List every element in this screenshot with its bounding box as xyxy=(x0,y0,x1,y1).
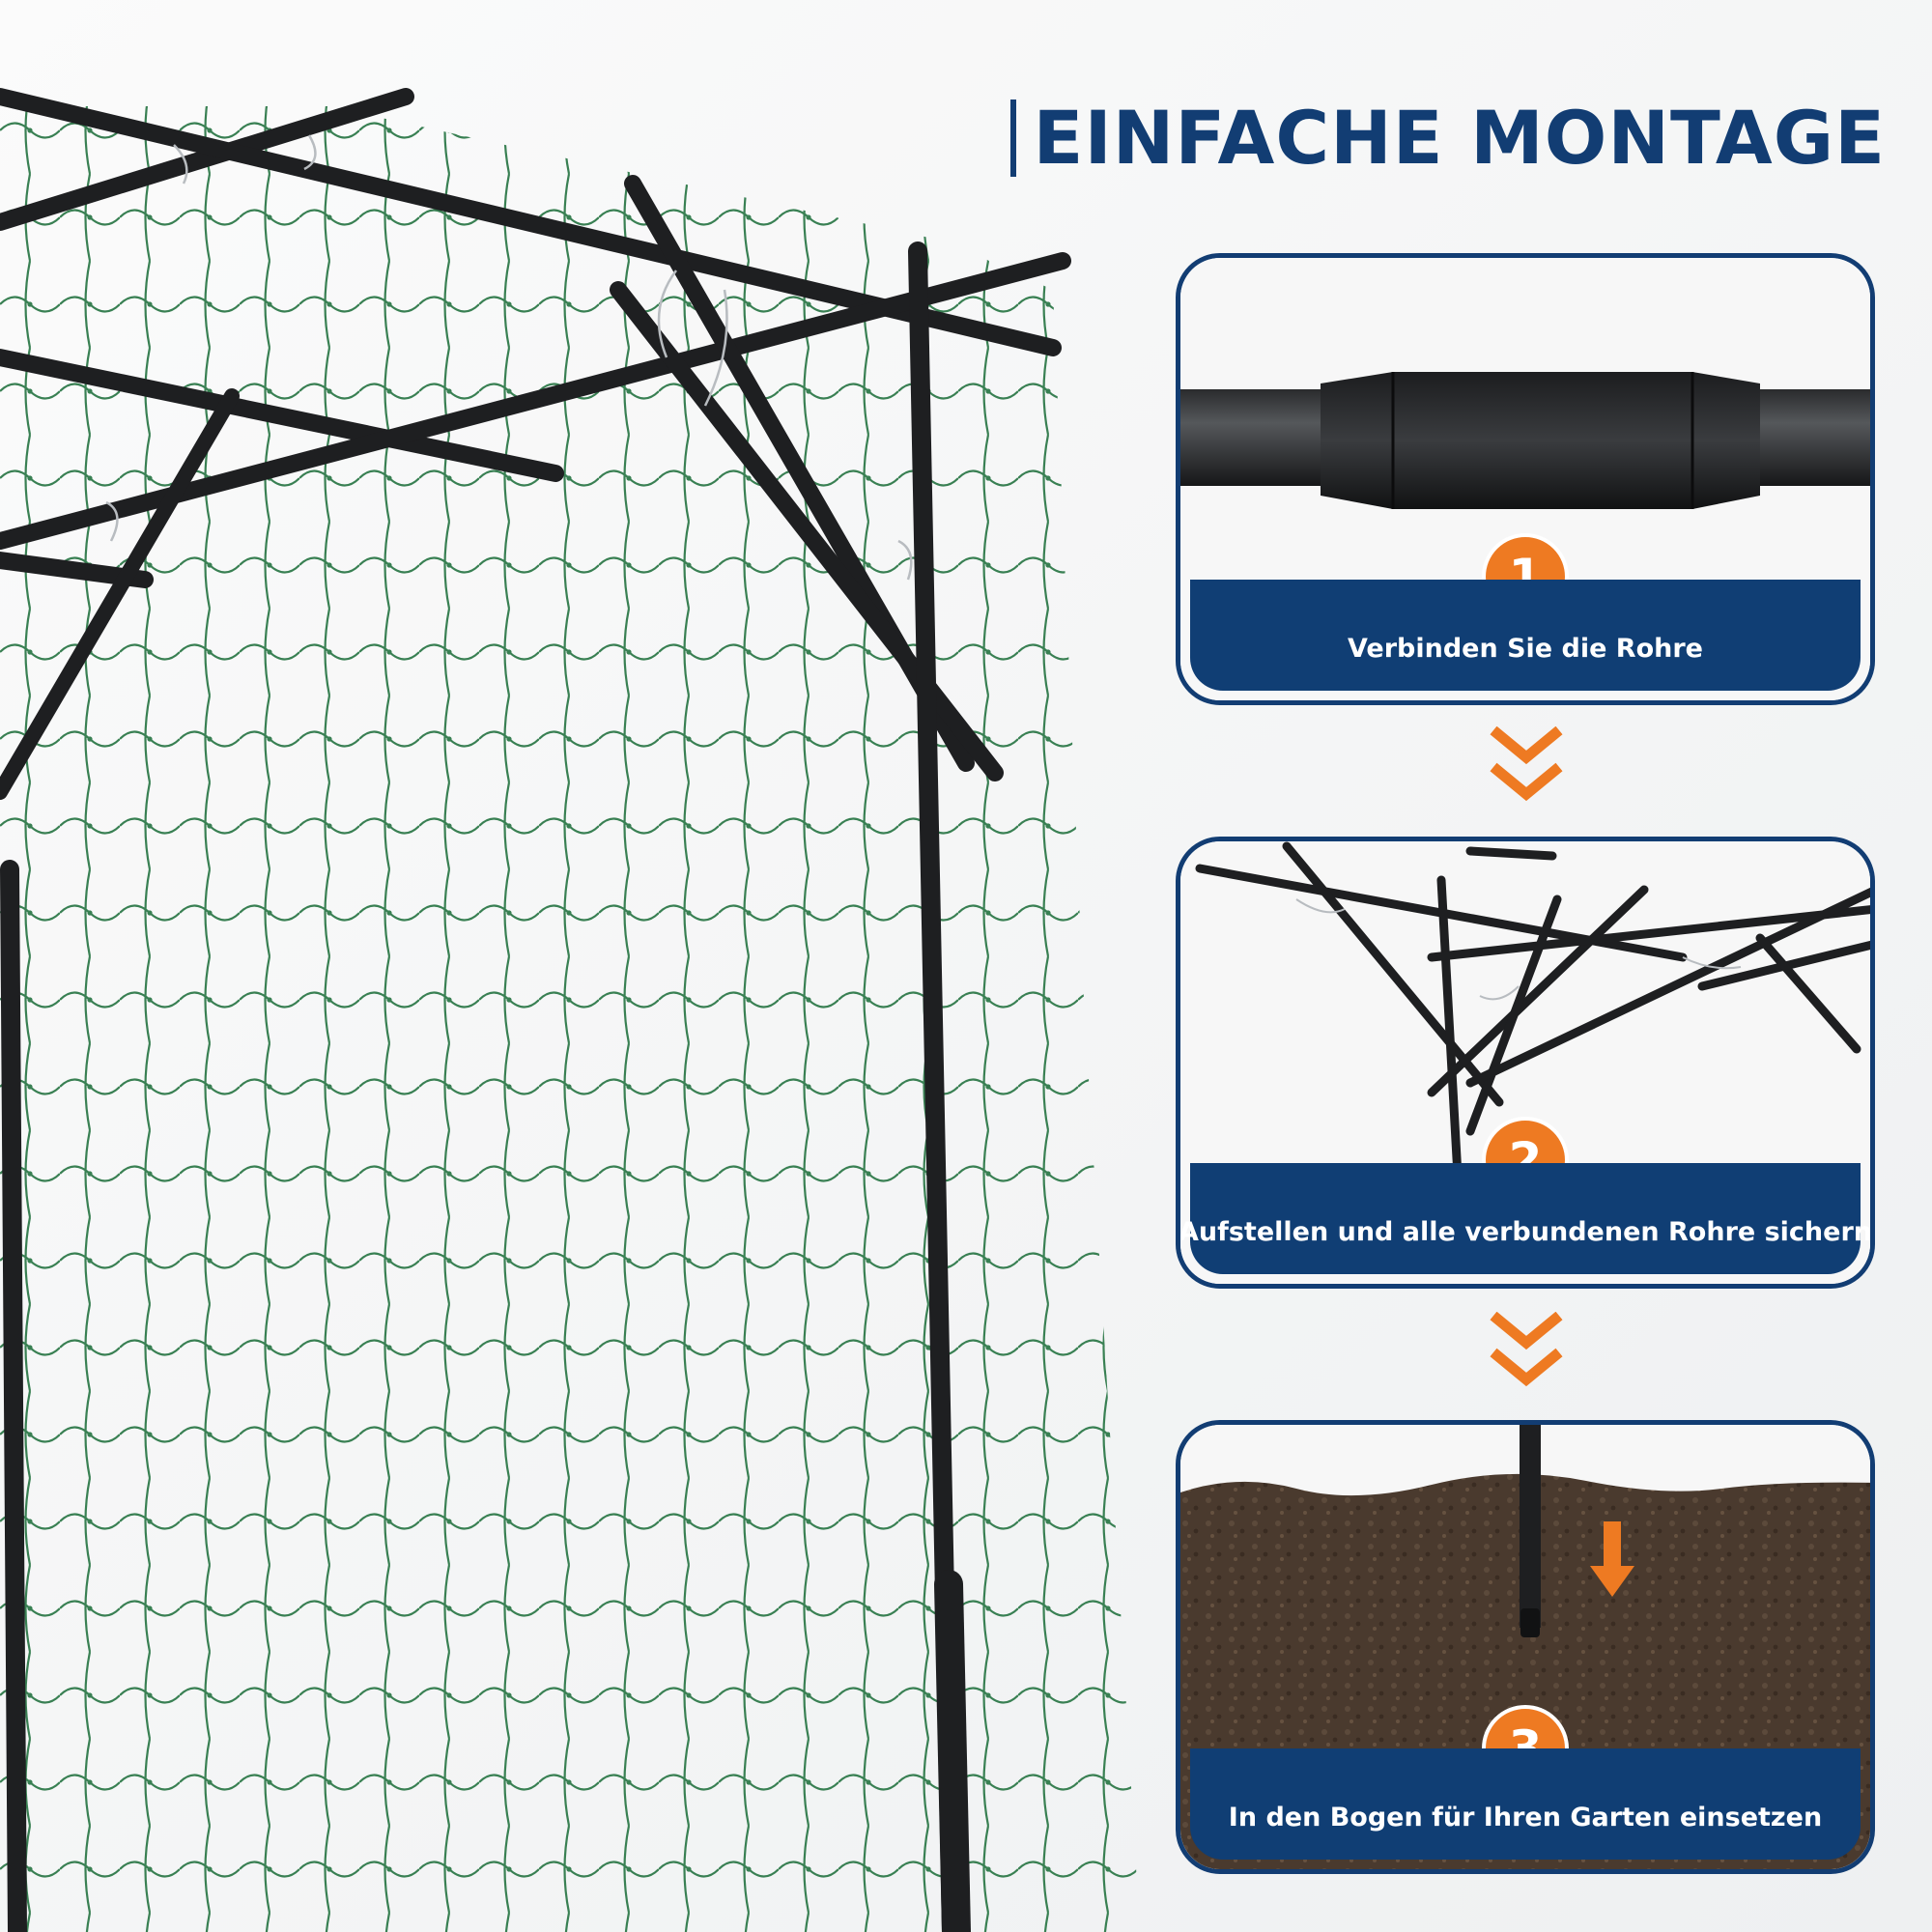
title-bar-decoration xyxy=(1009,99,1016,177)
arrow-down-icon xyxy=(1590,1521,1634,1597)
step-card-3: 3 In den Bogen für Ihren Garten einsetze… xyxy=(1176,1420,1875,1874)
step-3-caption: In den Bogen für Ihren Garten einsetzen xyxy=(1190,1748,1861,1860)
step-1-caption: Verbinden Sie die Rohre xyxy=(1190,580,1861,691)
chevron-down-icon xyxy=(1490,1312,1563,1387)
step-2-caption: Aufstellen und alle verbundenen Rohre si… xyxy=(1180,1163,1870,1274)
step-card-2: 2 Aufstellen und alle verbundenen Rohre … xyxy=(1176,837,1875,1289)
page-title-text: EINFACHE MONTAGE xyxy=(1033,95,1886,181)
net-mesh xyxy=(0,106,1140,1932)
frame-poles xyxy=(0,88,1071,1932)
step-card-1: 1 Verbinden Sie die Rohre xyxy=(1176,253,1875,705)
wire-ties xyxy=(105,134,913,581)
page-title: EINFACHE MONTAGE xyxy=(1009,95,1886,181)
chevron-down-icon xyxy=(1490,726,1563,802)
